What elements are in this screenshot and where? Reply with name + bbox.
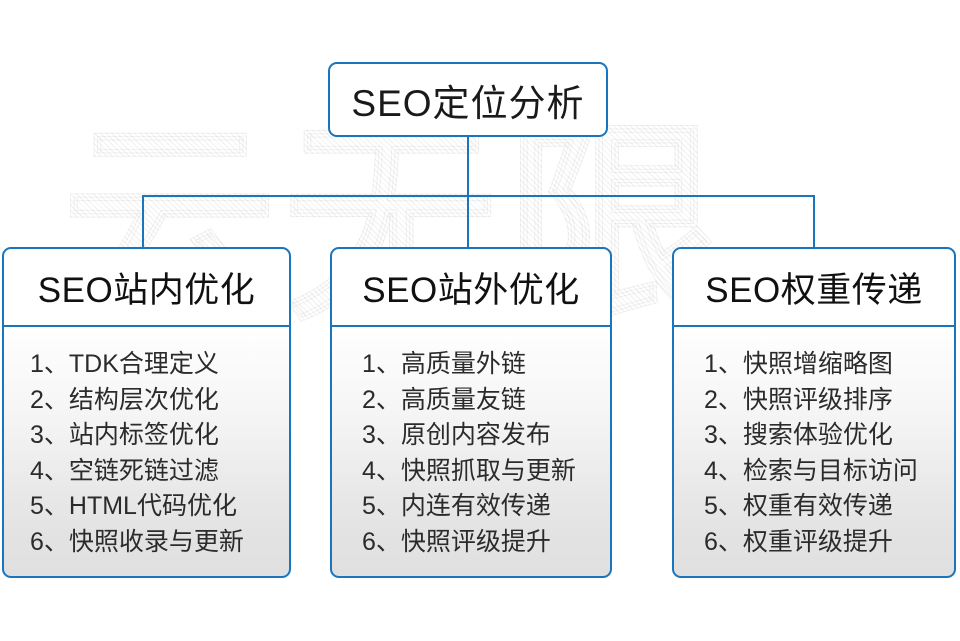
branch-column-1: SEO站内优化 1、TDK合理定义 2、结构层次优化 3、站内标签优化 4、空链…	[2, 247, 291, 578]
list-item: 5、权重有效传递	[704, 492, 893, 520]
list-item: 6、权重评级提升	[704, 527, 893, 556]
list-item: 5、内连有效传递	[362, 492, 551, 520]
list-item: 1、快照增缩略图	[704, 350, 893, 378]
branch-column-3: SEO权重传递 1、快照增缩略图 2、快照评级排序 3、搜索体验优化 4、检索与…	[672, 247, 956, 578]
root-node[interactable]: SEO定位分析	[328, 62, 608, 137]
list-item: 1、高质量外链	[362, 350, 526, 378]
list-item: 5、HTML代码优化	[30, 492, 237, 520]
branch-header-1[interactable]: SEO站内优化	[2, 247, 291, 327]
branch-header-label-3: SEO权重传递	[705, 270, 923, 310]
list-item: 3、原创内容发布	[362, 421, 551, 449]
list-item: 6、快照评级提升	[362, 527, 551, 556]
connector-root-stem	[467, 136, 469, 196]
branch-column-2: SEO站外优化 1、高质量外链 2、高质量友链 3、原创内容发布 4、快照抓取与…	[330, 247, 612, 578]
connector-drop-middle	[467, 195, 469, 248]
branch-header-3[interactable]: SEO权重传递	[672, 247, 956, 327]
branch-list-1: 1、TDK合理定义 2、结构层次优化 3、站内标签优化 4、空链死链过滤 5、H…	[2, 327, 291, 578]
list-item: 2、高质量友链	[362, 385, 526, 414]
list-item: 1、TDK合理定义	[30, 350, 219, 378]
branch-list-3: 1、快照增缩略图 2、快照评级排序 3、搜索体验优化 4、检索与目标访问 5、权…	[672, 327, 956, 578]
connector-horizontal-bus	[142, 195, 815, 197]
list-item: 3、搜索体验优化	[704, 421, 893, 449]
connector-drop-left	[142, 195, 144, 248]
branch-header-label-1: SEO站内优化	[37, 270, 256, 310]
list-item: 3、站内标签优化	[30, 421, 219, 449]
list-item: 2、结构层次优化	[30, 385, 219, 414]
branch-header-2[interactable]: SEO站外优化	[330, 247, 612, 327]
branch-header-label-2: SEO站外优化	[362, 270, 580, 310]
connector-drop-right	[813, 195, 815, 248]
list-item: 6、快照收录与更新	[30, 527, 244, 556]
list-item: 4、空链死链过滤	[30, 456, 219, 485]
list-item: 4、快照抓取与更新	[362, 456, 576, 485]
list-item: 2、快照评级排序	[704, 385, 893, 414]
root-node-title: SEO定位分析	[351, 82, 585, 124]
list-item: 4、检索与目标访问	[704, 456, 918, 485]
branch-list-2: 1、高质量外链 2、高质量友链 3、原创内容发布 4、快照抓取与更新 5、内连有…	[330, 327, 612, 578]
